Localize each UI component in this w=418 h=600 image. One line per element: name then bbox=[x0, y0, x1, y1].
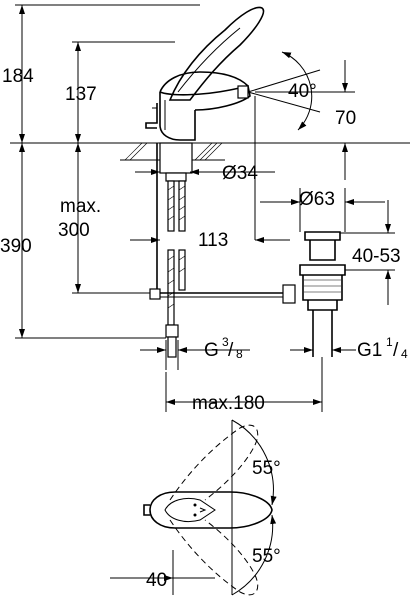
dim-supply-thread: G 3 / 8 bbox=[204, 335, 243, 361]
countertop bbox=[10, 142, 410, 161]
dim-spray-angle: 40° bbox=[288, 81, 317, 102]
dimension-lines bbox=[15, 4, 395, 412]
dim-390: 390 bbox=[0, 236, 32, 257]
svg-text:G: G bbox=[204, 340, 219, 361]
faucet-elevation bbox=[145, 6, 265, 141]
svg-text:4: 4 bbox=[401, 347, 408, 361]
faucet-plan-view bbox=[110, 419, 277, 596]
dim-113: 113 bbox=[198, 230, 228, 251]
dim-hole-diameter: Ø34 bbox=[222, 163, 258, 184]
svg-text:/: / bbox=[393, 340, 399, 361]
dim-max-300: 300 bbox=[58, 220, 90, 241]
dim-70: 70 bbox=[335, 108, 356, 129]
waste-fitting bbox=[299, 231, 346, 357]
svg-text:8: 8 bbox=[236, 347, 243, 361]
svg-text:G1: G1 bbox=[357, 340, 382, 361]
dim-lever-angle-bottom: 55° bbox=[252, 546, 281, 567]
svg-text:/: / bbox=[228, 340, 234, 361]
dim-max-reach: max.180 bbox=[192, 393, 265, 414]
dim-137: 137 bbox=[65, 84, 97, 105]
dim-waste-diameter: Ø63 bbox=[299, 189, 335, 210]
svg-text:1: 1 bbox=[386, 335, 393, 349]
mounting-and-hoses bbox=[156, 142, 193, 358]
dim-lever-angle-top: 55° bbox=[252, 458, 281, 479]
svg-text:3: 3 bbox=[222, 335, 229, 349]
waste-rod bbox=[149, 284, 296, 304]
dim-40-53: 40-53 bbox=[352, 246, 401, 267]
dim-lever-offset: 40 bbox=[146, 570, 167, 591]
dim-184: 184 bbox=[2, 66, 34, 87]
dim-max-label: max. bbox=[60, 196, 101, 217]
dim-waste-thread: G1 1 / 4 bbox=[357, 335, 408, 361]
dimension-labels: 184 137 40° 70 Ø34 max. 300 390 113 Ø63 … bbox=[0, 66, 408, 591]
